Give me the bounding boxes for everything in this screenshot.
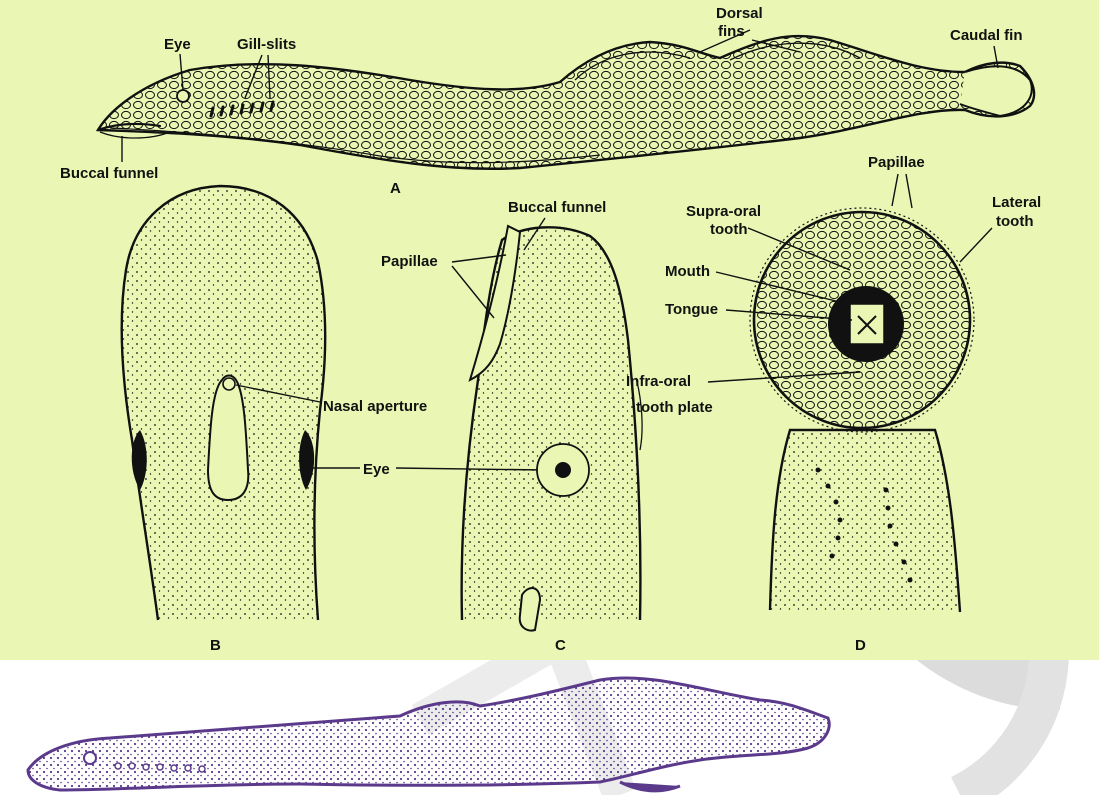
label-lateral-tooth: tooth — [996, 213, 1033, 230]
label-papillae-c: Papillae — [381, 253, 438, 270]
label-caudal-fin: Caudal fin — [950, 27, 1023, 44]
panel-letter-c: C — [555, 637, 566, 654]
label-infra-oral-plate: tooth plate — [636, 399, 713, 416]
panel-letter-a: A — [390, 180, 401, 197]
label-gill-slits: Gill-slits — [237, 36, 296, 53]
eye-icon — [177, 90, 189, 102]
panel-b-head-dorsal — [122, 186, 325, 620]
label-mouth: Mouth — [665, 263, 710, 280]
label-buccal-funnel-c: Buccal funnel — [508, 199, 606, 216]
panel-letter-d: D — [855, 637, 866, 654]
label-eye-bc: Eye — [363, 461, 390, 478]
label-dorsal: Dorsal — [716, 5, 763, 22]
larva-icon — [28, 678, 829, 791]
label-eye-a: Eye — [164, 36, 191, 53]
label-tongue: Tongue — [665, 301, 718, 318]
label-nasal-aperture: Nasal aperture — [323, 398, 427, 415]
label-buccal-funnel-a: Buccal funnel — [60, 165, 158, 182]
label-infra-oral: Infra-oral — [626, 373, 691, 390]
label-supra-oral-tooth: tooth — [710, 221, 747, 238]
label-supra-oral: Supra-oral — [686, 203, 761, 220]
label-lateral: Lateral — [992, 194, 1041, 211]
label-papillae-d: Papillae — [868, 154, 925, 171]
panel-letter-b: B — [210, 637, 221, 654]
